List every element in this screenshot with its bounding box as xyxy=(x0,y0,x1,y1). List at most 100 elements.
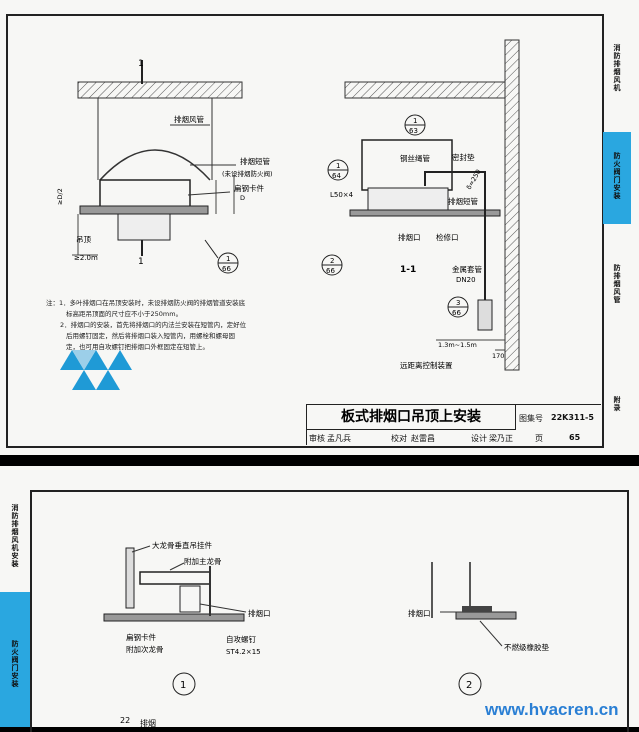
sidebar-bottom-active-bg xyxy=(0,592,30,727)
dim-d: D xyxy=(240,194,245,202)
sidebar-tab-valves[interactable]: 防火阀门安装 xyxy=(613,152,621,200)
page-label: 页 xyxy=(535,434,543,443)
check-label: 校对 xyxy=(391,434,407,443)
callout-3-66-top: 3 xyxy=(456,299,460,307)
section-ceiling xyxy=(349,209,501,217)
rubber-pad xyxy=(462,606,492,612)
label-inspection: 检修口 xyxy=(436,232,459,242)
note-line: 注：1．多叶排烟口在吊顶安装时，未设排烟防火阀的排烟管道安装底 xyxy=(46,299,246,307)
ceiling-detail2 xyxy=(455,611,517,620)
section-outlet xyxy=(367,187,449,213)
label-flat-steel: 扁钢卡件 xyxy=(234,183,264,193)
label-hanger: 大龙骨垂直吊挂件 xyxy=(152,540,212,550)
duct-arc xyxy=(99,149,211,181)
design-label: 设计 xyxy=(471,434,487,443)
callout-2-66-bottom: 66 xyxy=(326,267,335,275)
slab-right xyxy=(344,81,506,99)
sidebar-bottom-tab-fans[interactable]: 消防排烟风机安装 xyxy=(11,504,19,568)
label-smoke-outlet-b1: 排烟口 xyxy=(248,608,271,618)
atlas-no: 22K311-5 xyxy=(551,413,594,422)
design-name: 梁乃正 xyxy=(489,434,513,443)
label-dn20: DN20 xyxy=(456,276,476,284)
section-title: 1-1 xyxy=(400,265,416,275)
sidebar-tab-ducts[interactable]: 防排烟风管 xyxy=(613,264,621,304)
page-number: 65 xyxy=(569,433,581,442)
callout-64-top: 1 xyxy=(336,162,340,170)
callout-64-bottom: 64 xyxy=(332,172,341,180)
section-mark-bottom: 1 xyxy=(138,257,144,267)
signoff-row: 审核 孟凡兵 校对 赵雷昌 设计 梁乃正 页 65 xyxy=(307,430,601,445)
label-ceiling: 吊顶 xyxy=(76,235,91,244)
sheet-frame xyxy=(6,14,604,448)
hanger-rod xyxy=(125,547,135,609)
label-remote-control: 远距离控制装置 xyxy=(400,360,453,370)
sidebar: 消防排烟风机 防火阀门安装 防排烟风管 附录 xyxy=(602,14,631,446)
drawing-sheet-bottom: 消防排烟风机安装 防火阀门安装 1 大龙骨垂直吊挂件 附加主龙骨 排烟口 扁钢卡… xyxy=(0,466,639,732)
note-line: 标高距吊顶面的尺寸应不小于250mm。 xyxy=(66,310,183,318)
label-smoke-duct: 排烟风管 xyxy=(174,114,204,124)
sidebar-tab-active-bg xyxy=(603,132,631,224)
publisher-logo xyxy=(60,350,132,390)
title-block: 板式排烟口吊顶上安装 图集号 22K311-5 审核 孟凡兵 校对 赵雷昌 设计… xyxy=(306,404,601,445)
label-short-pipe: 排烟短管 xyxy=(240,156,270,166)
note-line: 定，也可用自攻螺钉把排烟口外框固定在短管上。 xyxy=(66,343,209,351)
ceiling-detail1 xyxy=(103,613,245,622)
label-flat-steel-b: 扁钢卡件 xyxy=(126,632,156,642)
callout-3-66-bottom: 66 xyxy=(452,309,461,317)
label-short-pipe2: 排烟短管 xyxy=(448,196,478,206)
detail2-label: 2 xyxy=(466,680,472,691)
dim-2m: ≥2.0m xyxy=(74,254,98,262)
drawing-sheet-top: 消防排烟风机 防火阀门安装 防排烟风管 附录 1 xyxy=(0,0,639,455)
sheet-frame-bottom xyxy=(30,490,629,732)
label-short-pipe-note: (未设排烟防火阀) xyxy=(222,169,273,178)
sidebar-tab-fans[interactable]: 消防排烟风机 xyxy=(613,44,621,92)
main-keel xyxy=(139,571,211,585)
label-tapping-screw: 自攻螺钉 xyxy=(226,634,256,644)
label-metal-sleeve: 金属套管 xyxy=(452,264,482,274)
check-name: 赵雷昌 xyxy=(411,434,435,443)
callout-63-top: 1 xyxy=(413,117,417,125)
sidebar-bottom-tab-valves[interactable]: 防火阀门安装 xyxy=(11,640,19,688)
dim-half-d: ≥D/2 xyxy=(56,188,64,205)
top-drawing-svg: 1 66 1 1 排烟风管 排烟短管 (未设排烟防火阀) 扁钢卡件 吊顶 ≥D/… xyxy=(56,39,520,390)
section-duct xyxy=(361,139,453,191)
detail1-circle xyxy=(172,672,196,696)
ceiling-left xyxy=(79,205,209,215)
label-screw-spec: ST4.2×15 xyxy=(226,648,261,656)
label-smoke-outlet-b2: 排烟口 xyxy=(408,608,431,618)
sidebar-tab-appendix[interactable]: 附录 xyxy=(613,396,621,412)
dim-170: 170 xyxy=(492,352,504,360)
watermark: www.hvacren.cn xyxy=(485,700,619,719)
control-box xyxy=(477,299,493,331)
callout-66-bottom: 66 xyxy=(222,265,231,273)
drawing-title: 板式排烟口吊顶上安装 xyxy=(307,405,516,430)
wire-rope xyxy=(424,171,486,300)
detail2-circle xyxy=(458,672,482,696)
note-line: 2．排烟口的安装，首先将排烟口的内法兰安装在短管内，定好位 xyxy=(60,321,247,329)
detail1-label: 1 xyxy=(180,680,186,691)
wall-right xyxy=(504,39,520,371)
review-label: 审核 xyxy=(309,434,325,443)
callout-2-66-top: 2 xyxy=(330,257,334,265)
outlet-frame1 xyxy=(179,585,201,613)
bottom-drawing-svg: 1 大龙骨垂直吊挂件 附加主龙骨 排烟口 扁钢卡件 附加次龙骨 自攻螺钉 ST4… xyxy=(103,540,549,696)
label-wire-rope: 钢丝绳管 xyxy=(400,153,430,163)
callout-66-top: 1 xyxy=(226,255,230,263)
outlet-box xyxy=(117,209,171,241)
slab-left xyxy=(77,81,243,99)
atlas-label: 图集号 xyxy=(519,414,543,423)
label-seal-pad: 密封垫 xyxy=(452,152,475,162)
review-name: 孟凡兵 xyxy=(327,434,351,443)
label-angle-steel: L50×4 xyxy=(330,191,354,199)
section-mark-top: 1 xyxy=(138,59,144,69)
label-sub-keel: 附加次龙骨 xyxy=(126,644,164,654)
footer-text: 排烟 xyxy=(140,719,156,728)
label-rubber-pad: 不燃级橡胶垫 xyxy=(504,642,549,652)
label-smoke-outlet: 排烟口 xyxy=(398,232,421,242)
footer-page-no: 22 xyxy=(120,716,131,725)
label-main-keel: 附加主龙骨 xyxy=(184,556,222,566)
callout-63-bottom: 63 xyxy=(409,127,418,135)
sidebar-bottom: 消防排烟风机安装 防火阀门安装 xyxy=(0,490,31,727)
note-line: 后用螺钉固定，然后将排烟口装入短管内，用螺栓和螺母固 xyxy=(66,332,235,340)
notes: 注：1．多叶排烟口在吊顶安装时，未设排烟防火阀的排烟管道安装底 标高距吊顶面的尺… xyxy=(46,298,316,353)
